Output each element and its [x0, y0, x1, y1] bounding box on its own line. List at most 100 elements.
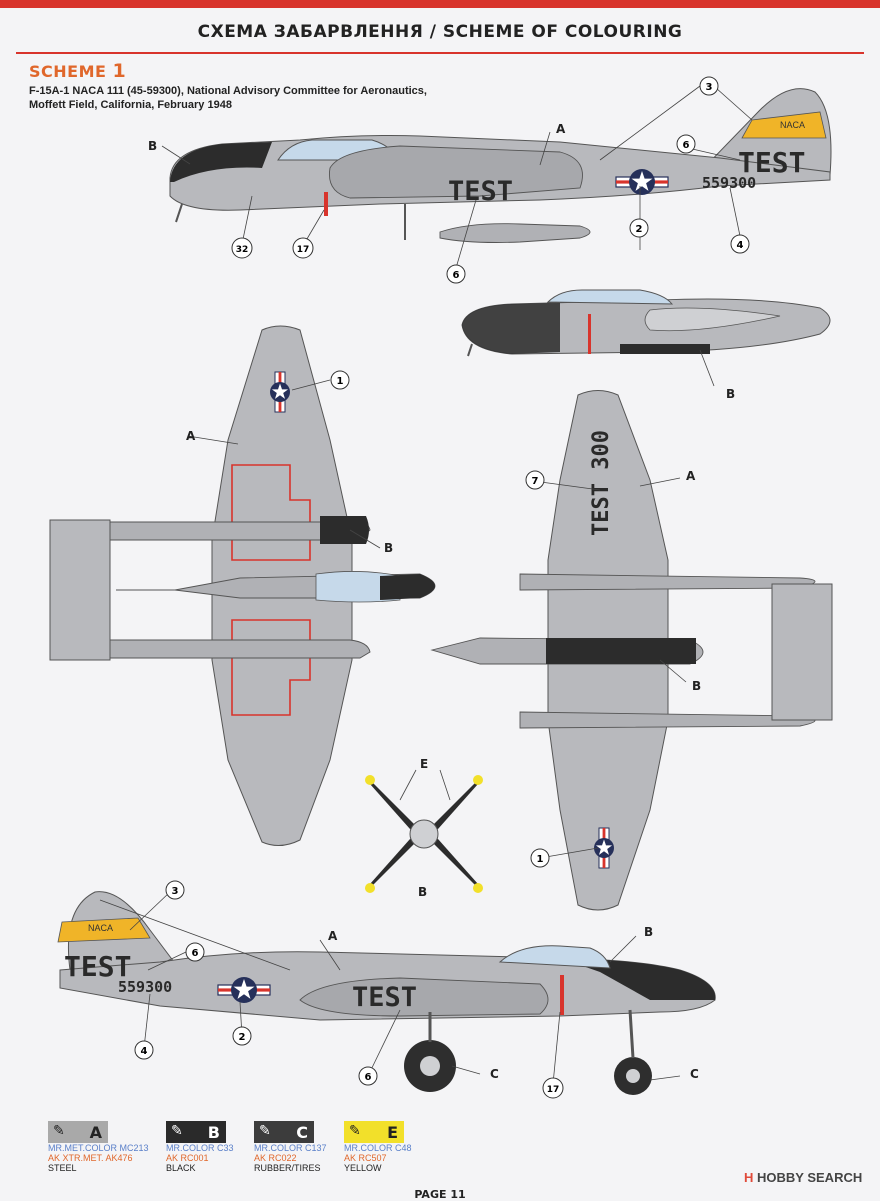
tail-serial-2: 559300 [118, 978, 172, 996]
tail-naca: NACA [780, 120, 805, 130]
watermark-text: HOBBY SEARCH [757, 1170, 863, 1185]
top-red-bar [0, 0, 880, 8]
svg-text:4: 4 [737, 240, 744, 251]
svg-text:3: 3 [172, 886, 179, 897]
callout-6-bottom-tail: 6 [185, 942, 205, 962]
svg-text:6: 6 [192, 948, 199, 959]
paint-label-b-topview: B [384, 541, 393, 555]
swatch-b: ✎ B MR.COLOR C33 AK RC001 BLACK [166, 1121, 246, 1173]
header-divider [16, 52, 864, 54]
fuselage-side-view [461, 289, 831, 357]
scheme-number: 1 [112, 60, 127, 82]
brush-icon: ✎ [171, 1123, 183, 1139]
scheme-heading: SCHEME 1 [29, 60, 126, 82]
leader-lines [99, 85, 753, 1085]
swatch-a-chip: ✎ A [48, 1121, 108, 1143]
scheme-description: F-15A-1 NACA 111 (45-59300), National Ad… [29, 84, 427, 112]
description-line-1: F-15A-1 NACA 111 (45-59300), National Ad… [29, 85, 427, 97]
callout-6-center: 6 [446, 264, 466, 284]
svg-text:32: 32 [236, 245, 249, 255]
callout-2-bottom: 2 [232, 1026, 252, 1046]
scheme-label: SCHEME [29, 62, 107, 81]
watermark-logo: H [744, 1170, 754, 1185]
callout-4-top: 4 [730, 234, 750, 254]
brush-icon: ✎ [53, 1123, 65, 1139]
tail-test-marking-2: TEST [64, 950, 131, 983]
swatch-a-name: STEEL [48, 1163, 77, 1173]
callouts: 3 6 2 4 32 17 6 1 [134, 76, 750, 1099]
swatch-c-name: RUBBER/TIRES [254, 1163, 321, 1173]
tail-test-marking: TEST [738, 146, 805, 179]
paint-label-c-nose-wheel: C [690, 1067, 699, 1081]
paint-label-b-bottomview: B [692, 679, 701, 693]
paint-label-c-main-wheel: C [490, 1067, 499, 1081]
paint-label-a-bottomside: A [328, 929, 338, 943]
svg-text:7: 7 [532, 476, 539, 487]
svg-text:6: 6 [683, 140, 690, 151]
callout-2-top: 2 [629, 218, 649, 238]
svg-text:17: 17 [547, 1085, 560, 1095]
callout-17-bottom: 17 [542, 1077, 564, 1099]
tail-naca-2: NACA [88, 923, 113, 933]
swatch-a: ✎ A MR.MET.COLOR MC213 AK XTR.MET. AK476… [48, 1121, 149, 1173]
paint-label-a-topview: A [186, 429, 196, 443]
page-number: PAGE 11 [414, 1188, 466, 1201]
watermark: H HOBBY SEARCH [744, 1170, 862, 1185]
description-line-2: Moffett Field, California, February 1948 [29, 99, 232, 111]
callout-6-top: 6 [676, 134, 696, 154]
swatch-b-ak: AK RC001 [166, 1153, 209, 1163]
top-view-left [49, 325, 436, 846]
swatch-c-chip: ✎ C [254, 1121, 314, 1143]
svg-text:2: 2 [239, 1032, 246, 1043]
swatch-b-mr: MR.COLOR C33 [166, 1143, 234, 1153]
bottom-wing-marking: TEST 300 [589, 430, 614, 536]
callout-6-bottom-center: 6 [358, 1066, 378, 1086]
svg-text:1: 1 [337, 376, 344, 387]
callout-3-top: 3 [699, 76, 719, 96]
svg-text:3: 3 [706, 82, 713, 93]
brush-icon: ✎ [259, 1123, 271, 1139]
paint-label-b-prop: B [418, 885, 427, 899]
paint-label-b-nose: B [148, 139, 157, 153]
brush-icon: ✎ [349, 1123, 361, 1139]
swatch-b-chip: ✎ B [166, 1121, 226, 1143]
paint-label-a-bottomview: A [686, 469, 696, 483]
propeller [365, 775, 483, 893]
swatch-c-ak: AK RC022 [254, 1153, 297, 1163]
tail-serial: 559300 [702, 174, 756, 192]
swatch-c-mr: MR.COLOR C137 [254, 1143, 327, 1153]
callout-17-top: 17 [292, 237, 314, 259]
side-view-left: TEST TEST 559300 NACA [169, 88, 832, 243]
swatch-e-ak: AK RC507 [344, 1153, 387, 1163]
bottom-view-right: TEST 300 [430, 390, 833, 911]
page-title: СХЕМА ЗАБАРВЛЕННЯ / SCHEME OF COLOURING [197, 22, 683, 42]
callout-7: 7 [525, 470, 545, 490]
svg-text:1: 1 [537, 854, 544, 865]
svg-text:2: 2 [636, 224, 643, 235]
swatch-c: ✎ C MR.COLOR C137 AK RC022 RUBBER/TIRES [254, 1121, 334, 1173]
paint-label-b-fuselage: B [726, 387, 735, 401]
side-test-marking: TEST [448, 176, 513, 207]
svg-text:6: 6 [453, 270, 460, 281]
paint-label-a-top: A [556, 122, 566, 136]
callout-4-bottom: 4 [134, 1040, 154, 1060]
swatch-b-name: BLACK [166, 1163, 196, 1173]
paint-swatches: ✎ A MR.MET.COLOR MC213 AK XTR.MET. AK476… [48, 1121, 468, 1177]
callout-1-top: 1 [330, 370, 350, 390]
paint-label-b-bottomside: B [644, 925, 653, 939]
callout-1-bottom: 1 [530, 848, 550, 868]
side-test-marking-2: TEST [352, 982, 417, 1013]
swatch-e: ✎ E MR.COLOR C48 AK RC507 YELLOW [344, 1121, 424, 1173]
callout-32: 32 [231, 237, 253, 259]
swatch-e-chip: ✎ E [344, 1121, 404, 1143]
svg-text:17: 17 [297, 245, 310, 255]
svg-text:4: 4 [141, 1046, 148, 1057]
paint-label-e-prop: E [420, 757, 428, 771]
swatch-a-mr: MR.MET.COLOR MC213 [48, 1143, 149, 1153]
svg-text:6: 6 [365, 1072, 372, 1083]
callout-3-bottom: 3 [165, 880, 185, 900]
swatch-e-mr: MR.COLOR C48 [344, 1143, 412, 1153]
paint-labels: B A A B A B B E B A B C C [148, 122, 735, 1081]
swatch-e-name: YELLOW [344, 1163, 382, 1173]
